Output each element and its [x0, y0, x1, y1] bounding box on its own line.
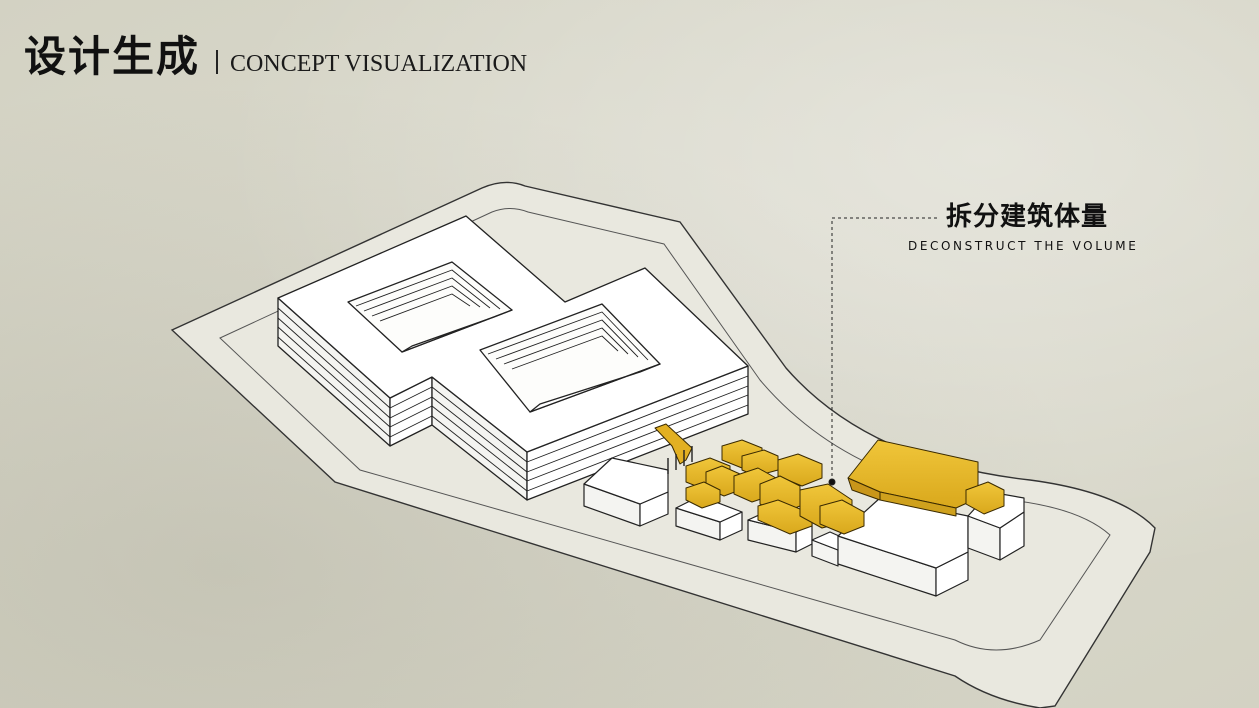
- main-building: [277, 215, 749, 501]
- page-title-en: CONCEPT VISUALIZATION: [230, 51, 528, 77]
- page-title-cn: 设计生成: [24, 32, 201, 81]
- deconstructed-volumes: [654, 423, 1005, 535]
- page-header: 设计生成 CONCEPT VISUALIZATION: [24, 36, 527, 78]
- annotation-label-cn: 拆分建筑体量: [946, 202, 1109, 232]
- annotation-leader: [828, 217, 940, 486]
- annotation-label-en: DECONSTRUCT THE VOLUME: [908, 239, 1139, 253]
- title-separator: [216, 50, 219, 74]
